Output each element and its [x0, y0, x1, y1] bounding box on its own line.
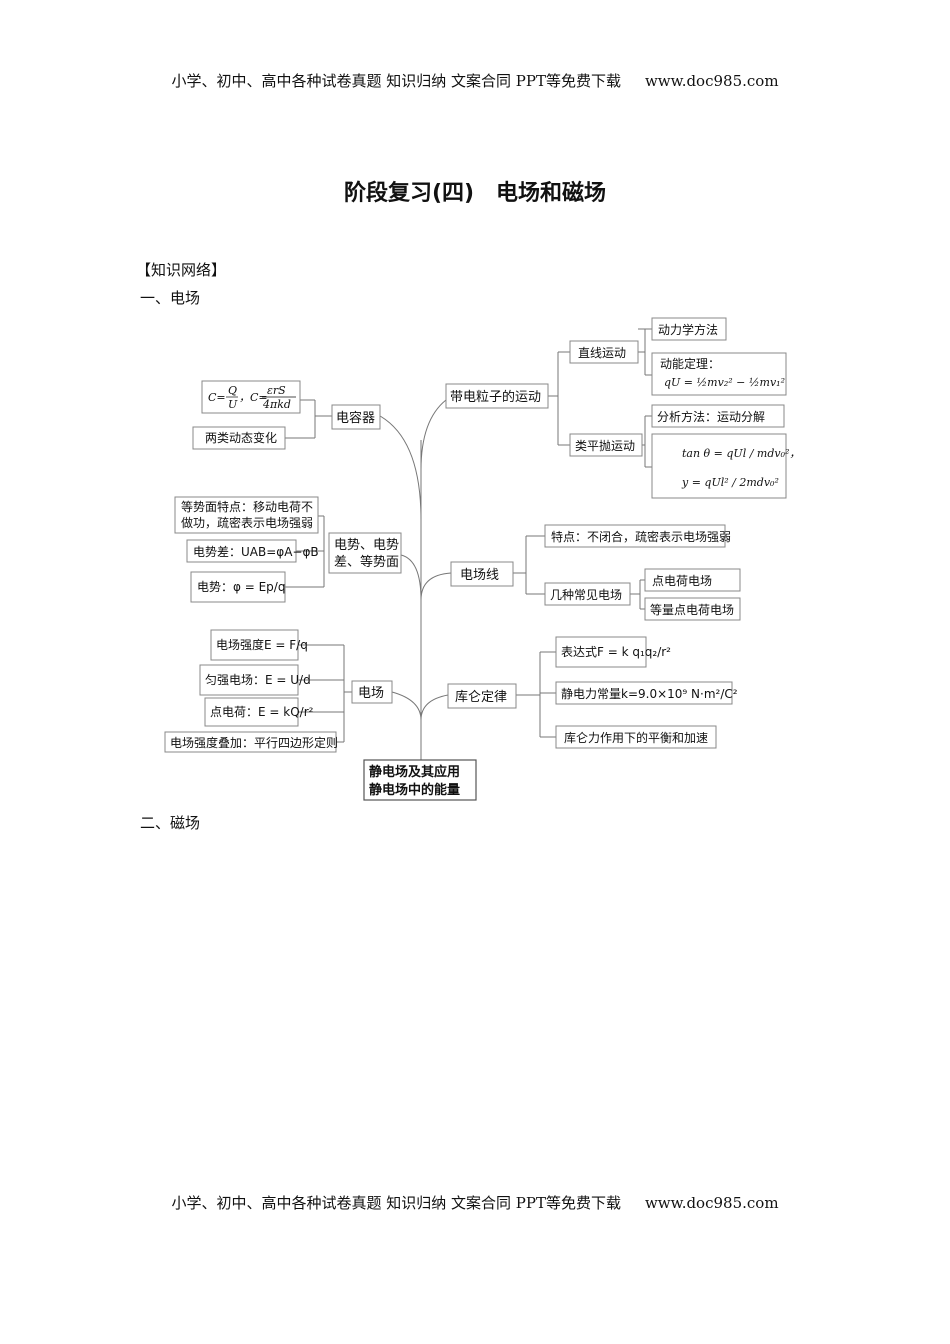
coulomb-balance-box [555, 725, 717, 749]
field-strength-box [210, 629, 299, 661]
page-title: 阶段复习(四) 电场和磁场 [343, 181, 607, 206]
potential-diff-box [186, 539, 297, 563]
common-fields-box [544, 582, 631, 606]
projectile-formula-box [651, 433, 787, 499]
coulomb-box [447, 683, 517, 709]
cap-f-4pkd: 4πkd [262, 398, 291, 411]
coulomb-label: 库仑定律 [455, 689, 507, 705]
equal-charge-field-box [644, 597, 741, 621]
root-line2: 静电场中的能量 [369, 782, 460, 798]
field-topic-box [351, 680, 393, 704]
y-eq: y = qUl² / 2mdv₀² [681, 476, 779, 489]
field-lines-label: 电场线 [460, 568, 499, 583]
equipotential-line2: 做功，疏密表示电场强弱 [181, 515, 313, 530]
uniform-field: 匀强电场：E = U/d [205, 673, 311, 687]
projectile-label: 类平抛运动 [575, 438, 635, 453]
capacitor-formula-box: C= Q U ，C= εrS 4πkd [201, 380, 301, 414]
coulomb-expr-box [555, 636, 647, 668]
capacitor-box [331, 404, 381, 430]
cap-f-comma: ，C= [239, 391, 268, 404]
section-electric-field: 一、电场 [140, 289, 201, 307]
point-charge-strength: 点电荷：E = kQ/r² [210, 705, 314, 719]
two-dynamic-changes: 两类动态变化 [205, 430, 277, 445]
equipotential-line1: 等势面特点：移动电荷不 [181, 499, 313, 514]
cap-f-u: U [228, 398, 238, 411]
common-fields: 几种常见电场 [550, 588, 622, 602]
field-strength: 电场强度E = F/q [216, 637, 308, 652]
superposition: 电场强度叠加：平行四边形定则 [170, 735, 338, 750]
coulomb-constant-box [555, 681, 733, 705]
linear-motion-label: 直线运动 [578, 346, 626, 360]
knowledge-network-label: 【知识网络】 [136, 261, 227, 279]
equipotential-box [174, 496, 319, 534]
point-charge-field-box [644, 568, 741, 592]
energy-theorem-box [651, 352, 787, 396]
energy-theorem-label: 动能定理： [660, 356, 720, 371]
cap-f-es: εrS [267, 384, 286, 397]
tan-eq: tan θ = qUl / mdv₀²， [682, 447, 800, 460]
coulomb-balance: 库仑力作用下的平衡和加速 [564, 730, 708, 745]
charged-motion-label: 带电粒子的运动 [450, 389, 541, 405]
linear-motion-box [569, 340, 639, 364]
footer-site: www.doc985.com [644, 1194, 779, 1212]
capacitor-label: 电容器 [336, 410, 375, 426]
potential-box [190, 571, 286, 603]
root-box [363, 759, 477, 801]
energy-theorem-eq: qU = ½mv₂² − ½mv₁² [664, 376, 785, 389]
superposition-box [164, 731, 337, 753]
coulomb-constant: 静电力常量k=9.0×10⁹ N·m²/C² [561, 687, 738, 701]
dynamics-box [651, 317, 727, 341]
equal-charge-field: 等量点电荷电场 [650, 603, 734, 617]
field-lines-feature-box [544, 524, 726, 548]
section-magnetic-field: 二、磁场 [140, 814, 201, 832]
uniform-field-box [199, 664, 299, 696]
point-charge-field: 点电荷电场 [652, 574, 712, 588]
potential-topic-line1: 电势、电势 [334, 537, 399, 553]
header-site: www.doc985.com [644, 72, 779, 90]
field-lines-feature: 特点：不闭合，疏密表示电场强弱 [551, 529, 731, 544]
field-lines-box [450, 561, 514, 587]
dynamics-label: 动力学方法 [658, 322, 718, 337]
analysis-box [651, 404, 785, 428]
point-charge-strength-box [204, 697, 299, 727]
cap-f-c: C= [208, 391, 226, 404]
footer-text: 小学、初中、高中各种试卷真题 知识归纳 文案合同 PPT等免费下载 [171, 1194, 621, 1212]
connectors [285, 328, 652, 760]
potential-diff: 电势差：UAB=φA−φB [193, 545, 319, 559]
coulomb-expr: 表达式F = k q₁q₂/r² [561, 645, 671, 659]
page-header: 小学、初中、高中各种试卷真题 知识归纳 文案合同 PPT等免费下载 www.doc… [0, 70, 950, 91]
root-line1: 静电场及其应用 [369, 764, 460, 780]
header-text: 小学、初中、高中各种试卷真题 知识归纳 文案合同 PPT等免费下载 [171, 72, 621, 90]
potential-formula: 电势：φ = Ep/q [197, 580, 285, 594]
charged-motion-box [445, 383, 549, 409]
projectile-box [569, 433, 643, 457]
analysis-label: 分析方法：运动分解 [657, 409, 765, 424]
page-footer: 小学、初中、高中各种试卷真题 知识归纳 文案合同 PPT等免费下载 www.doc… [0, 1192, 950, 1213]
cap-f-q: Q [228, 384, 237, 397]
potential-topic-line2: 差、等势面 [334, 554, 399, 570]
potential-topic-box [328, 532, 402, 574]
field-topic-label: 电场 [358, 686, 384, 701]
two-dynamic-changes-box [192, 426, 286, 450]
